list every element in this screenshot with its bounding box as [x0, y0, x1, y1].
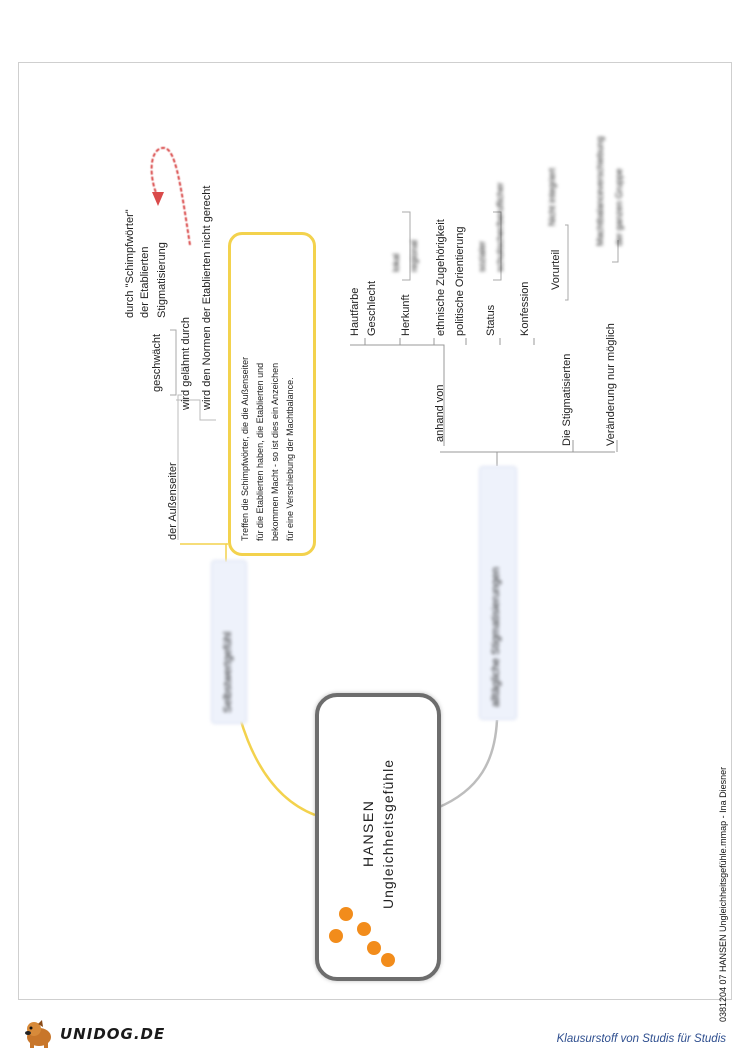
node-nicht-integriert[interactable]: Nicht integriert	[547, 167, 557, 226]
node-lokal[interactable]: lokal	[391, 253, 401, 272]
logo-dot	[357, 922, 371, 936]
node-aussenseiter[interactable]: der Außenseiter	[167, 462, 179, 540]
node-normen[interactable]: wird den Normen der Etablierten nicht ge…	[201, 185, 213, 410]
node-ganze-gruppe[interactable]: der ganzen Gruppe	[614, 168, 624, 246]
note-line-3: bekommen Macht - so ist dies ein Anzeich…	[270, 362, 280, 541]
brand-logo[interactable]: UNIDOG.DE	[22, 1016, 165, 1052]
branch-selbstwertgefuehl-label: Selbstwertgefühl	[222, 631, 234, 713]
node-etablierten[interactable]: der Etablierten	[139, 246, 151, 318]
note-machtbalance[interactable]: Treffen die Schimpfwörter, die die Außen…	[228, 232, 316, 556]
logo-dot	[367, 941, 381, 955]
connector-right-trunk	[440, 451, 615, 466]
branch-stigmatisierungen[interactable]: alltägliche Stigmatisierungen	[479, 466, 517, 720]
note-line-1: Treffen die Schimpfwörter, die die Außen…	[240, 356, 250, 541]
footer-slogan: Klausurstoff von Studis für Studis	[556, 1033, 726, 1045]
branch-selbstwertgefuehl[interactable]: Selbstwertgefühl	[211, 560, 247, 724]
node-konfession[interactable]: Konfession	[519, 281, 531, 336]
node-anhand-von[interactable]: anhand von	[434, 384, 446, 443]
bracket-anhand	[350, 344, 445, 446]
node-status[interactable]: Status	[485, 304, 497, 336]
node-geschwaecht[interactable]: geschwächt	[151, 333, 163, 392]
central-title-line2: Ungleichheitsgefühle	[380, 759, 396, 909]
dog-icon	[25, 1020, 51, 1048]
node-machtverschiebung[interactable]: Machtbalanceverschiebung	[595, 136, 605, 246]
logo-dot	[339, 907, 353, 921]
node-ethnisch[interactable]: ethnische Zugehörigkeit	[435, 219, 447, 336]
branch-stigmatisierungen-label: alltägliche Stigmatisierungen	[490, 566, 502, 707]
note-line-2: für die Etablierten haben, die Etabliert…	[255, 362, 265, 541]
node-herkunft[interactable]: Herkunft	[400, 294, 412, 336]
node-hautfarbe[interactable]: Hautfarbe	[349, 287, 361, 336]
brand-name: UNIDOG.DE	[60, 1025, 166, 1043]
arrow-stigmatisierung	[150, 146, 191, 246]
node-durch[interactable]: durch "Schimpfwörter"	[124, 209, 136, 318]
node-stigmatisierung[interactable]: Stigmatisierung	[156, 242, 168, 318]
note-line-4: für eine Verschiebung der Machtbalance.	[285, 377, 295, 541]
node-sozial[interactable]: sozialer	[477, 240, 487, 272]
central-title-line1: HANSEN	[360, 799, 376, 867]
node-vorurteil[interactable]: Vorurteil	[550, 249, 562, 290]
node-regional[interactable]: regional	[409, 239, 419, 272]
connector-right-main	[436, 719, 499, 810]
arrow-head	[152, 192, 164, 206]
footer-filename: 0381204 07 HANSEN Ungleichheitsgefühle.m…	[718, 766, 728, 1022]
node-veraenderung[interactable]: Veränderung nur möglich	[605, 323, 617, 446]
node-schul[interactable]: schulischer/beruflicher	[495, 182, 505, 272]
central-node[interactable]: HANSEN Ungleichheitsgefühle	[315, 693, 441, 981]
logo-dot	[381, 953, 395, 967]
logo-dot	[329, 929, 343, 943]
node-geschlecht[interactable]: Geschlecht	[366, 280, 378, 336]
node-politisch[interactable]: politische Orientierung	[454, 226, 466, 336]
bracket-aussenseiter	[177, 394, 182, 540]
node-stigmatisierten[interactable]: Die Stigmatisierten	[561, 353, 573, 446]
node-gelaehmt[interactable]: wird gelähmt durch	[180, 317, 192, 410]
